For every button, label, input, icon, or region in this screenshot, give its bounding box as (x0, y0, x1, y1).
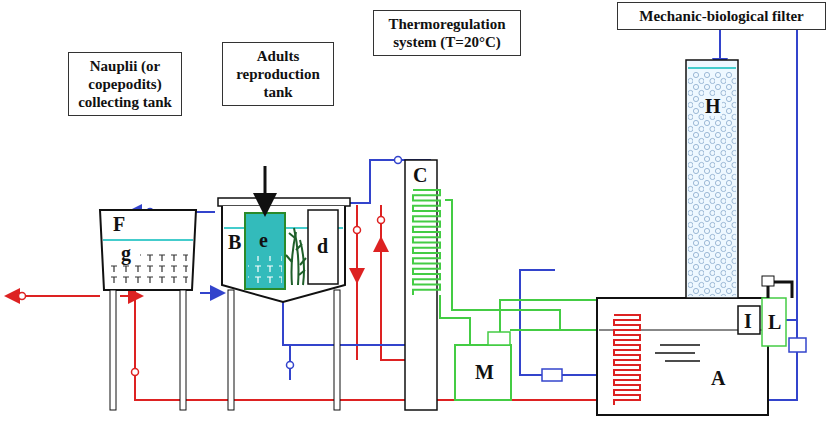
header-box: Nauplii (or copepodits) collecting tank (68, 52, 182, 116)
part-letter: e (258, 230, 269, 250)
header-box: Adults reproduction tank (222, 42, 334, 106)
header-text: Adults reproduction tank (228, 47, 328, 101)
part-letter: M (474, 362, 495, 382)
header-text: Nauplii (or copepodits) collecting tank (74, 57, 176, 111)
header-text: Mechanic-biological filter (623, 7, 820, 25)
part-letter: g (120, 243, 132, 263)
part-letter: A (710, 368, 726, 388)
part-letter: I (743, 311, 753, 331)
part-letter: L (767, 312, 782, 332)
part-letter: d (316, 236, 329, 256)
header-text: Thermoregulation system (T=20°C) (379, 15, 515, 51)
part-letter: C (412, 165, 428, 185)
part-letter: H (704, 96, 722, 116)
header-box: Mechanic-biological filter (617, 2, 826, 30)
header-box: Thermoregulation system (T=20°C) (373, 10, 521, 56)
part-letter: F (112, 214, 126, 234)
part-letter: B (227, 232, 242, 252)
